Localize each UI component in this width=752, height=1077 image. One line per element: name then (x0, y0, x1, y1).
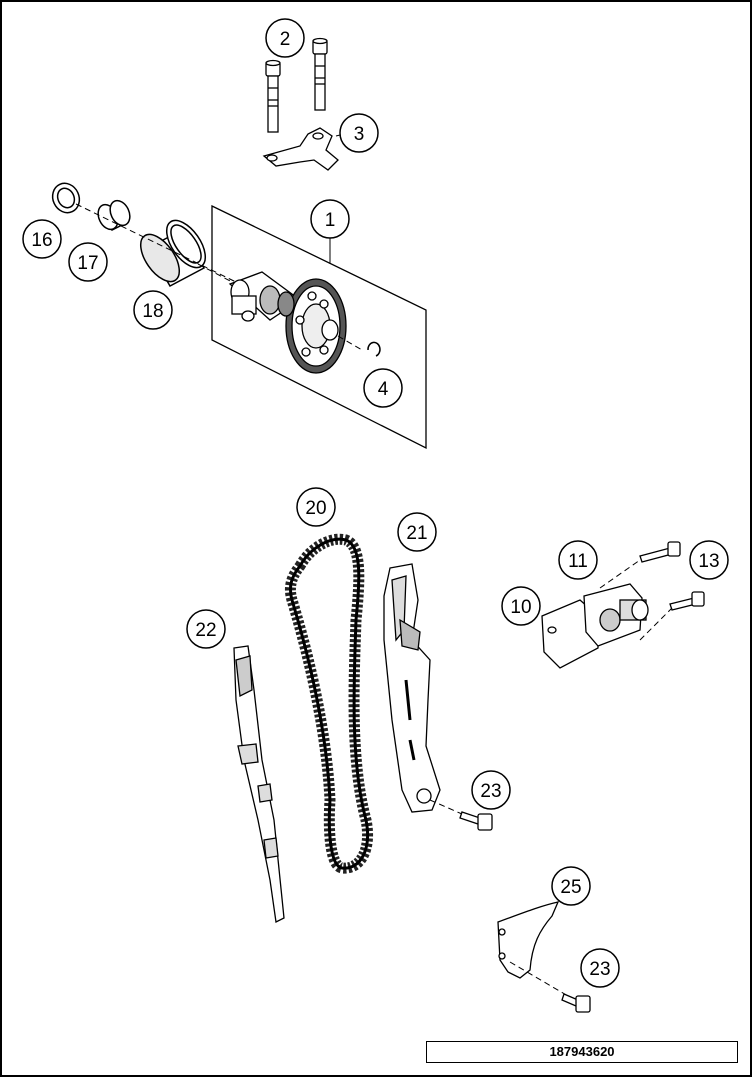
tensioner-axis-line-bottom (639, 607, 673, 641)
svg-text:23: 23 (480, 781, 501, 802)
callout-21: 21 (397, 512, 437, 552)
svg-text:3: 3 (354, 124, 365, 145)
callout-23-lower: 23 (580, 948, 620, 988)
retainer-plate-part (262, 127, 339, 171)
callout-20: 20 (296, 487, 336, 527)
svg-text:17: 17 (77, 253, 98, 274)
tensioner-axis-line-top (599, 559, 641, 589)
callout-23-upper: 23 (471, 770, 511, 810)
circlip-part (367, 341, 381, 357)
callout-1: 1 (310, 199, 350, 239)
collar-bolt-upper-part (459, 811, 493, 831)
camshaft-assembly-box (211, 204, 427, 450)
seal-ring-part (51, 182, 81, 214)
callout-3: 3 (339, 113, 379, 153)
guide-bracket-part (497, 901, 560, 979)
timing-chain-part (284, 533, 373, 874)
camshaft-axis-line (197, 263, 233, 283)
callout-25: 25 (551, 866, 591, 906)
svg-text:10: 10 (510, 597, 531, 618)
callout-2: 2 (265, 18, 305, 58)
callout-18: 18 (133, 290, 173, 330)
callout-17: 17 (68, 242, 108, 282)
svg-text:13: 13 (698, 551, 719, 572)
diagram-number-label: 187943620 (426, 1041, 738, 1063)
callout-4: 4 (363, 368, 403, 408)
bearing-sleeve-part (139, 219, 207, 288)
svg-text:18: 18 (142, 301, 163, 322)
chain-tensioner-rail-part (383, 563, 441, 813)
chain-guide-rail-part (233, 645, 285, 923)
needle-bearing-part (97, 199, 131, 231)
svg-text:4: 4 (378, 379, 389, 400)
svg-text:23: 23 (589, 959, 610, 980)
svg-text:2: 2 (280, 29, 291, 50)
svg-text:22: 22 (195, 620, 216, 641)
collar-bolt-lower-part (561, 993, 591, 1013)
callout-13: 13 (689, 540, 729, 580)
callout-10: 10 (501, 586, 541, 626)
svg-text:20: 20 (305, 498, 326, 519)
camshaft-assembly-part (228, 271, 347, 374)
bolt-pair-part (265, 37, 328, 133)
bracket-axis-line (509, 961, 569, 997)
svg-text:1: 1 (325, 210, 336, 231)
chain-tensioner-part (541, 583, 649, 669)
circlip-axis-line (337, 335, 363, 351)
svg-text:25: 25 (560, 877, 581, 898)
callout-16: 16 (22, 219, 62, 259)
svg-text:11: 11 (568, 551, 588, 572)
callout-11: 11 (558, 540, 598, 580)
callout-22: 22 (186, 609, 226, 649)
svg-text:21: 21 (406, 523, 427, 544)
collar-bolt-axis-line (429, 799, 463, 815)
svg-text:16: 16 (31, 230, 52, 251)
